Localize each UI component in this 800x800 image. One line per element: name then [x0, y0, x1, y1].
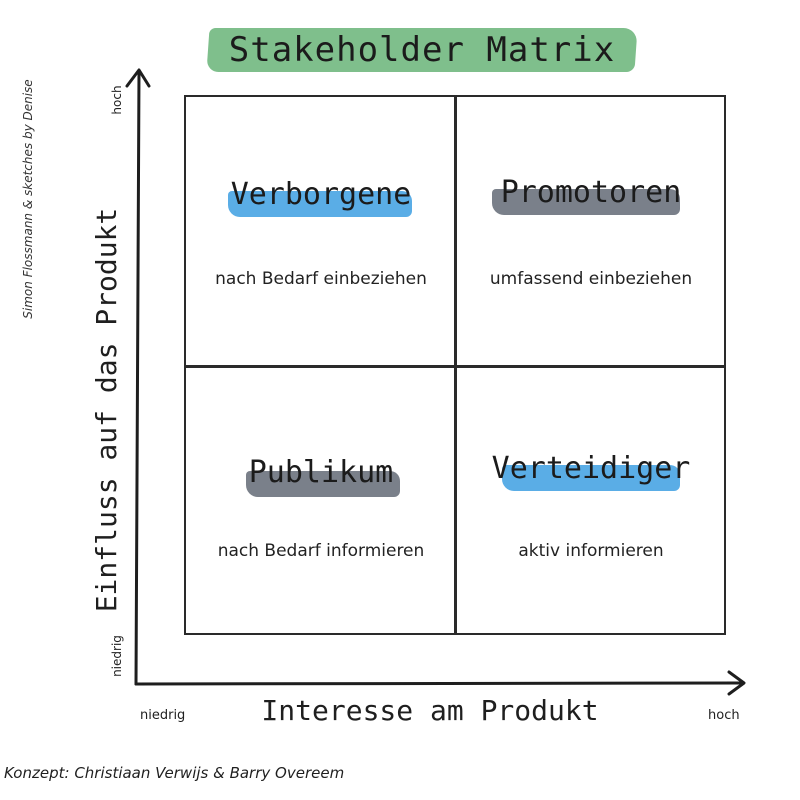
y-axis-arrowhead — [125, 68, 151, 88]
y-axis-title: Einfluss auf das Produkt — [90, 207, 123, 613]
title-banner: Stakeholder Matrix — [206, 22, 638, 78]
quadrant-publikum: Publikum nach Bedarf informieren — [186, 367, 456, 637]
y-axis-low-label: niedrig — [110, 635, 124, 677]
quadrant-description: nach Bedarf einbeziehen — [215, 269, 427, 289]
x-axis-arrowhead — [727, 670, 746, 696]
quadrant-verteidiger: Verteidiger aktiv informieren — [456, 367, 726, 637]
quadrant-highlight — [228, 191, 412, 217]
quadrant-promotoren: Promotoren umfassend einbeziehen — [456, 97, 726, 367]
matrix-horizontal-divider — [185, 365, 725, 368]
x-axis-title: Interesse am Produkt — [261, 694, 599, 727]
quadrant-verborgene: Verborgene nach Bedarf einbeziehen — [186, 97, 456, 367]
quadrant-description: aktiv informieren — [518, 541, 664, 561]
quadrant-highlight — [246, 471, 400, 497]
quadrant-title: Verteidiger — [491, 451, 691, 486]
quadrant-highlight — [492, 189, 680, 215]
quadrant-title: Promotoren — [500, 175, 682, 210]
y-axis-high-label: hoch — [110, 85, 124, 115]
x-axis-low-label: niedrig — [140, 708, 186, 723]
quadrant-title: Verborgene — [230, 177, 412, 212]
quadrant-title: Publikum — [248, 455, 394, 490]
quadrant-description: nach Bedarf informieren — [217, 541, 425, 561]
x-axis-line — [134, 681, 744, 686]
page-title: Stakeholder Matrix — [228, 30, 616, 70]
quadrant-description: umfassend einbeziehen — [489, 269, 693, 289]
quadrant-highlight — [502, 465, 680, 491]
x-axis-high-label: hoch — [708, 708, 740, 723]
concept-credit: Konzept: Christiaan Verwijs & Barry Over… — [4, 764, 345, 782]
y-axis-line — [134, 70, 141, 686]
